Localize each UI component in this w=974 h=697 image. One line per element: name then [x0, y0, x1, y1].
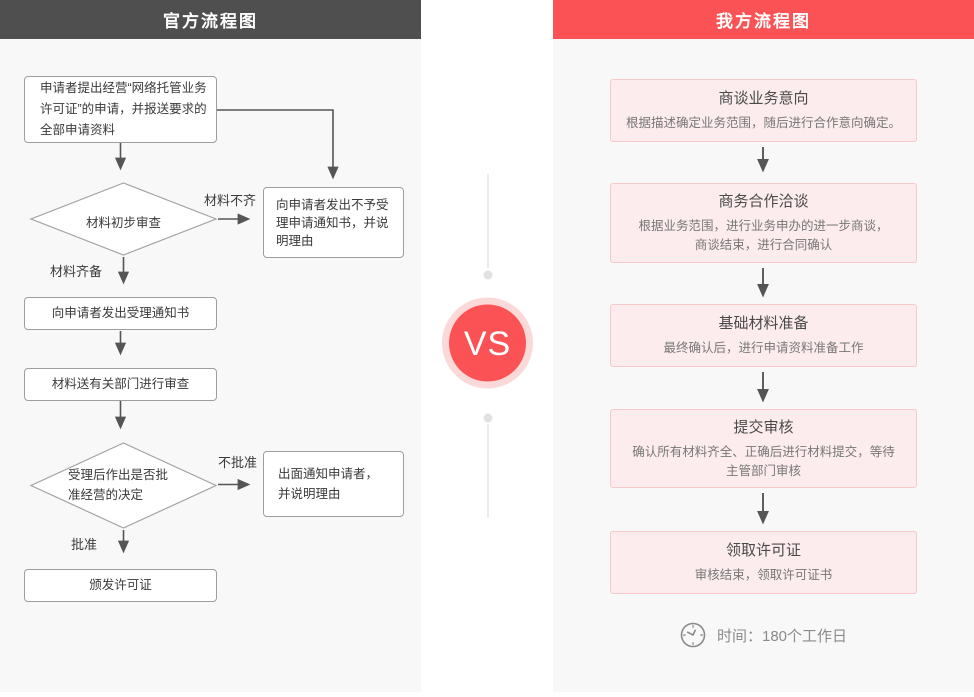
step-desc: 根据业务范围，进行业务申办的进一步商谈， 商谈结束，进行合同确认: [638, 219, 889, 252]
divider-dot-bottom: [483, 413, 493, 423]
processing-time-row: 时间：180个工作日: [553, 622, 974, 648]
flow-box-reject-notice-text: 向申请者发出不予受 理申请通知书，并说 明理由: [276, 197, 389, 248]
step-desc: 确认所有材料齐全、正确后进行材料提交，等待 主管部门审核: [632, 444, 895, 478]
vs-circle: [449, 304, 526, 382]
flow-box-dept-review-text: 材料送有关部门进行审查: [51, 377, 190, 391]
flow-box-apply: 申请者提出经营“网络托管业务 许可证”的申请，并报送要求的 全部申请资料: [24, 76, 217, 143]
processing-time-text: 时间：180个工作日: [716, 627, 848, 645]
step-title: 领取许可证: [725, 542, 801, 559]
our-flow-header: 我方流程图: [553, 0, 974, 39]
flow-box-accept-notice: 向申请者发出受理通知书: [24, 297, 217, 330]
branch-label-complete: 材料齐备: [50, 264, 103, 279]
step-title: 商谈业务意向: [718, 90, 809, 107]
official-flow-panel: 官方流程图: [0, 0, 421, 692]
flow-box-reject-notice: 向申请者发出不予受 理申请通知书，并说 明理由: [263, 187, 404, 258]
branch-label-not-approved: 不批准: [218, 455, 258, 470]
official-flow-header: 官方流程图: [0, 0, 421, 39]
step-desc: 最终确认后，进行申请资料准备工作: [663, 341, 864, 355]
official-flow-title: 官方流程图: [163, 12, 258, 31]
vs-label: VS: [464, 325, 511, 363]
diamond-label-approval: 受理后作出是否批 准经营的决定: [68, 468, 169, 502]
step-desc: 审核结束，领取许可证书: [694, 568, 833, 582]
step-box-materials: 基础材料准备 最终确认后，进行申请资料准备工作: [610, 304, 917, 367]
flow-box-inform-reject: 出面通知申请者， 并说明理由: [263, 451, 404, 517]
our-flow-panel: 我方流程图 商谈业务意向 根据描述确定业务范围，随后进行合作意向确定。 商务合作…: [553, 0, 974, 692]
divider-dot-top: [483, 270, 493, 280]
step-title: 基础材料准备: [718, 315, 809, 332]
branch-label-incomplete: 材料不齐: [204, 193, 257, 208]
flow-box-inform-reject-text: 出面通知申请者， 并说明理由: [278, 467, 379, 501]
step-box-license: 领取许可证 审核结束，领取许可证书: [610, 531, 917, 594]
diamond-label-initial-review: 材料初步审查: [85, 216, 161, 230]
vs-divider-graphic: VS: [442, 174, 533, 518]
step-desc: 根据描述确定业务范围，随后进行合作意向确定。: [625, 116, 901, 130]
vs-divider-column: VS: [421, 0, 553, 692]
branch-label-approved: 批准: [71, 537, 98, 552]
step-box-intent: 商谈业务意向 根据描述确定业务范围，随后进行合作意向确定。: [610, 79, 917, 142]
flow-box-accept-notice-text: 向申请者发出受理通知书: [51, 306, 190, 320]
flow-box-dept-review: 材料送有关部门进行审查: [24, 368, 217, 401]
flow-box-apply-text: 申请者提出经营“网络托管业务 许可证”的申请，并报送要求的 全部申请资料: [40, 81, 207, 137]
our-flow-title: 我方流程图: [716, 12, 811, 31]
step-box-submit: 提交审核 确认所有材料齐全、正确后进行材料提交，等待 主管部门审核: [610, 409, 917, 488]
step-box-negotiation: 商务合作洽谈 根据业务范围，进行业务申办的进一步商谈， 商谈结束，进行合同确认: [610, 183, 917, 263]
step-title: 商务合作洽谈: [718, 193, 809, 210]
clock-icon: [680, 622, 706, 648]
flow-box-issue-license: 颁发许可证: [24, 569, 217, 602]
step-title: 提交审核: [733, 418, 794, 436]
flow-box-issue-license-text: 颁发许可证: [89, 578, 152, 592]
